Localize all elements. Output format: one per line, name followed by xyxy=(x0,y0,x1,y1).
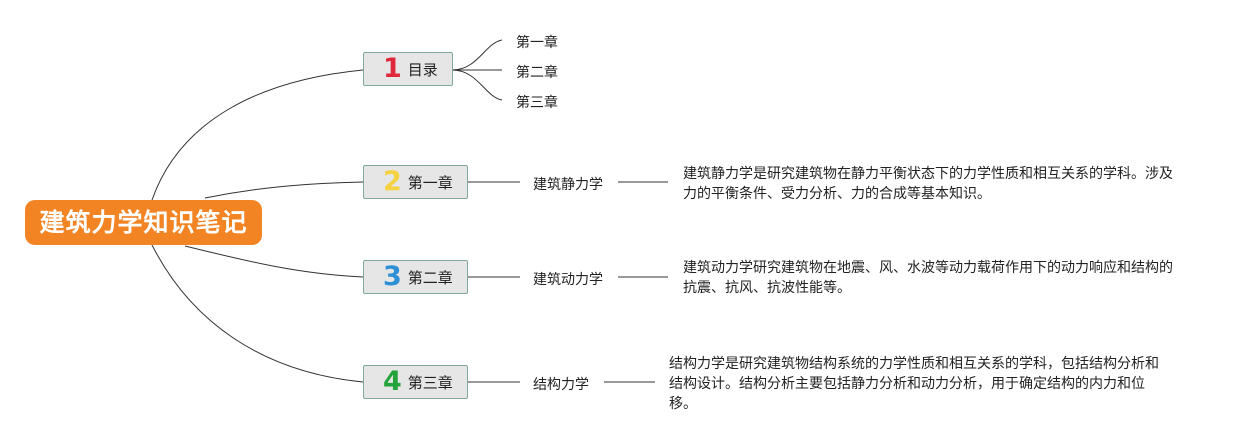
branch-chapter-2[interactable]: 3 第二章 xyxy=(363,260,468,294)
number-four-badge: 4 xyxy=(383,366,402,397)
root-topic[interactable]: 建筑力学知识笔记 xyxy=(25,200,262,245)
toc-item-chapter-3[interactable]: 第三章 xyxy=(516,95,558,111)
branch-label: 第一章 xyxy=(407,173,453,192)
branch-label: 目录 xyxy=(407,60,438,79)
number-two-badge: 2 xyxy=(383,166,402,197)
branch-label: 第三章 xyxy=(407,373,453,392)
branch-toc[interactable]: 1 目录 xyxy=(363,52,453,86)
topic-statics[interactable]: 建筑静力学 xyxy=(533,177,603,193)
number-one-badge: 1 xyxy=(383,53,402,84)
number-three-badge: 3 xyxy=(383,261,402,292)
description-structural-mechanics: 结构力学是研究建筑物结构系统的力学性质和相互关系的学科，包括结构分析和结构设计。… xyxy=(669,356,1159,412)
topic-structural-mechanics[interactable]: 结构力学 xyxy=(533,377,589,393)
branch-label: 第二章 xyxy=(407,268,453,287)
root-title: 建筑力学知识笔记 xyxy=(39,208,248,237)
topic-dynamics[interactable]: 建筑动力学 xyxy=(533,272,603,288)
description-statics: 建筑静力学是研究建筑物在静力平衡状态下的力学性质和相互关系的学科。涉及力的平衡条… xyxy=(683,166,1173,202)
toc-item-chapter-1[interactable]: 第一章 xyxy=(516,35,558,51)
description-dynamics: 建筑动力学研究建筑物在地震、风、水波等动力载荷作用下的动力响应和结构的抗震、抗风… xyxy=(683,260,1173,296)
branch-chapter-3[interactable]: 4 第三章 xyxy=(363,365,468,399)
branch-chapter-1[interactable]: 2 第一章 xyxy=(363,165,468,199)
toc-item-chapter-2[interactable]: 第二章 xyxy=(516,65,558,81)
